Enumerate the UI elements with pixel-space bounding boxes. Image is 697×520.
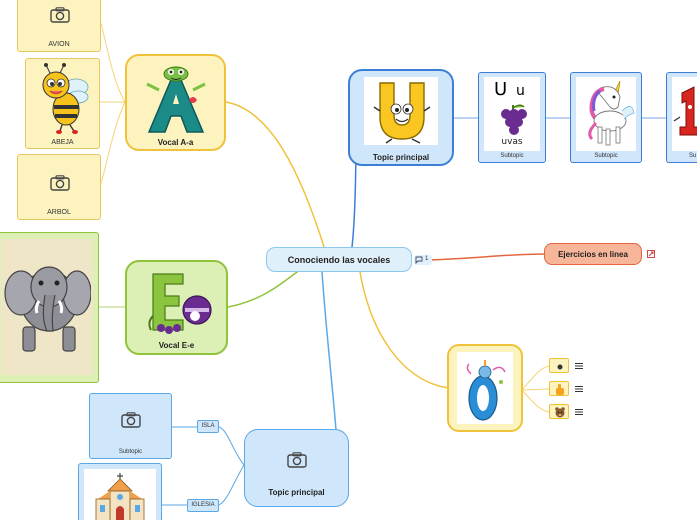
avion-subtopic[interactable]: AVION: [17, 0, 101, 52]
camera-icon: [50, 7, 70, 23]
vocal-e-label: Vocal E-e: [158, 341, 195, 350]
elefante-subtopic[interactable]: [0, 232, 99, 383]
uvas-caption-upper: U: [494, 79, 508, 100]
abeja-subtopic[interactable]: ABEJA: [25, 58, 100, 149]
iglesia-subtopic[interactable]: [78, 463, 162, 520]
isla-subtopic-label: Subtopic: [118, 449, 143, 455]
uvas-word: uvas: [501, 137, 523, 147]
topic-u-node[interactable]: Topic principal: [348, 69, 454, 166]
central-topic[interactable]: Conociendo las vocales: [266, 247, 412, 272]
elephant-image: [4, 266, 91, 352]
subtopic-uvas[interactable]: U u uvas Subtopic: [478, 72, 546, 163]
avion-label: AVION: [48, 41, 70, 48]
isla-subtopic[interactable]: Subtopic: [89, 393, 172, 459]
topic-u-label: Topic principal: [372, 153, 430, 162]
vocal-a-label: Vocal A-a: [157, 138, 194, 147]
topic-bottom-node[interactable]: Topic principal: [244, 429, 349, 507]
church-image: [95, 473, 145, 520]
tag-isla-label: ISLA: [201, 423, 215, 429]
bee-image: [42, 63, 89, 134]
camera-icon: [287, 452, 307, 468]
ejercicios-label: Ejercicios en linea: [558, 250, 628, 259]
subtopic-third-label: Su: [689, 153, 697, 159]
tag-iglesia-label: IGLESIA: [191, 502, 215, 508]
camera-icon: [121, 412, 141, 428]
notes-icon[interactable]: [575, 408, 583, 416]
grapes-image: [501, 104, 527, 135]
letter-u-image: [373, 82, 431, 144]
topic-bottom-label: Topic principal: [268, 488, 325, 497]
subtopic-uvas-label: Subtopic: [500, 153, 524, 159]
o-item-bear[interactable]: [549, 404, 569, 419]
bear-image: [555, 407, 565, 418]
letter-ee-image: [148, 273, 212, 334]
notes-icon[interactable]: [575, 362, 583, 370]
subtopic-third[interactable]: Su: [666, 72, 697, 163]
camera-icon: [50, 175, 70, 191]
number-one-image: [673, 86, 697, 136]
ejercicios-node[interactable]: Ejercicios en linea: [544, 243, 642, 265]
comment-badge[interactable]: 1: [414, 255, 432, 265]
tag-isla[interactable]: ISLA: [197, 420, 219, 433]
vocal-o-node[interactable]: [447, 344, 523, 432]
subtopic-unicorn-label: Subtopic: [594, 153, 618, 159]
unicorn-image: [588, 80, 635, 146]
arbol-subtopic[interactable]: ARBOL: [17, 154, 101, 220]
comment-count: 1: [425, 256, 429, 262]
letter-a-image: [146, 66, 206, 133]
external-link-icon[interactable]: [647, 250, 655, 258]
central-topic-label: Conociendo las vocales: [287, 255, 391, 265]
letter-o-image: [466, 360, 506, 421]
uvas-caption-lower: u: [516, 83, 525, 99]
dot-image: [557, 364, 563, 370]
uvas-image: U u uvas: [484, 77, 540, 151]
subtopic-unicorn[interactable]: Subtopic: [570, 72, 642, 163]
comment-icon: [415, 256, 423, 264]
notes-icon[interactable]: [575, 385, 583, 393]
abeja-label: ABEJA: [51, 139, 74, 146]
o-item-dot[interactable]: [549, 358, 569, 373]
tag-iglesia[interactable]: IGLESIA: [187, 499, 219, 512]
vocal-a-node[interactable]: Vocal A-a: [125, 54, 226, 151]
arbol-label: ARBOL: [47, 209, 71, 216]
vocal-e-node[interactable]: Vocal E-e: [125, 260, 228, 355]
o-item-hand[interactable]: [549, 381, 569, 396]
hand-image: [556, 384, 564, 395]
